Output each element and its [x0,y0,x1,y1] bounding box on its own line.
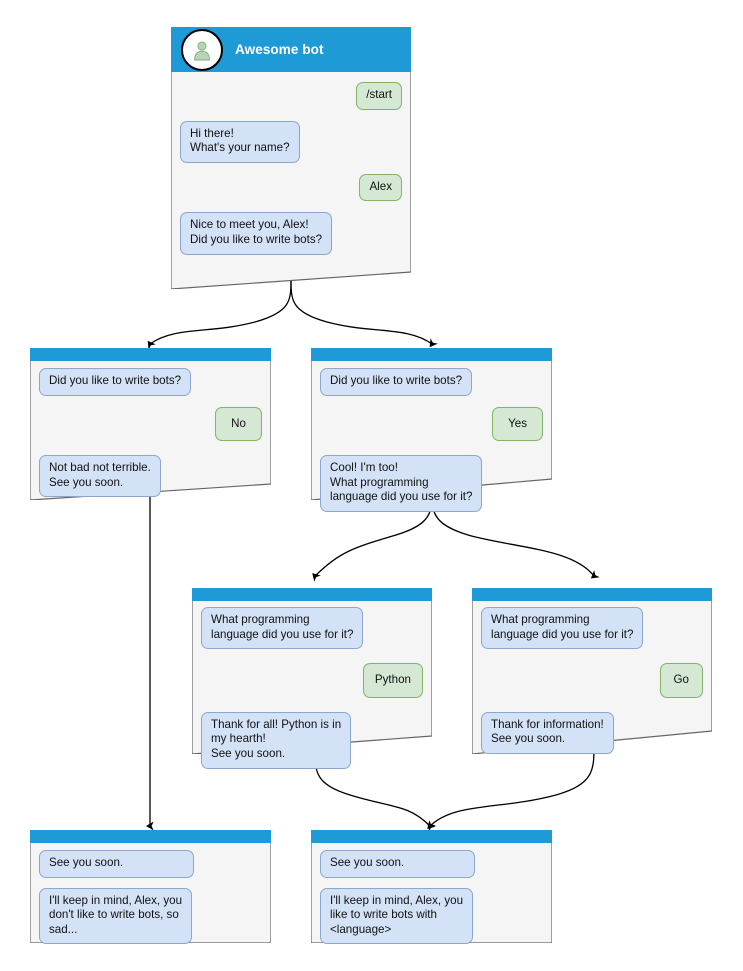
user-message-bubble[interactable]: Yes [492,406,543,442]
bot-title-label: Awesome bot [235,42,324,57]
bot-message-bubble[interactable]: Hi there! What's your name? [180,120,300,163]
bot-message-bubble[interactable]: Not bad not terrible. See you soon. [39,455,161,498]
bot-message-bubble[interactable]: Nice to meet you, Alex! Did you like to … [180,212,333,255]
node-no-branch-content: Did you like to write bots? No Not bad n… [30,348,271,518]
node-root-content: Awesome bot /start Hi there! What's your… [171,27,411,276]
user-message-bubble[interactable]: /start [356,82,402,110]
node-go-branch[interactable]: What programming language did you use fo… [472,588,712,754]
bot-message-bubble[interactable]: Thank for all! Python is in my hearth! S… [201,711,352,769]
message-row: Thank for information! See you soon. [481,711,703,754]
message-row: Python [201,663,423,698]
bot-message-bubble[interactable]: What programming language did you use fo… [481,607,644,650]
message-row: Yes [320,406,543,442]
node-yes-branch[interactable]: Did you like to write bots? Yes Cool! I'… [311,348,552,512]
node-root-chat: /start Hi there! What's your name? Alex … [171,72,411,276]
node-no-branch[interactable]: Did you like to write bots? No Not bad n… [30,348,271,500]
message-row: Did you like to write bots? [39,368,262,396]
node-python-branch[interactable]: What programming language did you use fo… [192,588,432,769]
bot-message-bubble[interactable]: What programming language did you use fo… [201,607,364,650]
person-avatar-icon [181,28,223,71]
message-row: No [39,406,262,442]
bot-message-bubble[interactable]: I'll keep in mind, Alex, you don't like … [39,887,193,945]
node-end-happy-header [311,830,552,843]
node-end-happy[interactable]: See you soon. I'll keep in mind, Alex, y… [311,830,552,945]
message-row: Hi there! What's your name? [180,120,402,163]
message-row: What programming language did you use fo… [201,607,423,650]
bot-message-bubble[interactable]: Did you like to write bots? [39,368,192,396]
node-end-sad-content: See you soon. I'll keep in mind, Alex, y… [30,830,271,965]
user-message-bubble[interactable]: Go [659,663,703,698]
message-row: Not bad not terrible. See you soon. [39,455,262,498]
node-python-branch-chat: What programming language did you use fo… [192,601,432,790]
bot-message-bubble[interactable]: Did you like to write bots? [320,368,473,396]
user-message-bubble[interactable]: Python [362,663,423,698]
node-no-branch-header [30,348,271,361]
node-root-header: Awesome bot [171,27,411,72]
message-row: I'll keep in mind, Alex, you like to wri… [320,887,543,945]
node-yes-branch-header [311,348,552,361]
node-end-happy-chat: See you soon. I'll keep in mind, Alex, y… [311,843,552,965]
message-row: Thank for all! Python is in my hearth! S… [201,711,423,769]
message-row: See you soon. [320,850,543,878]
message-row: Did you like to write bots? [320,368,543,396]
node-python-branch-content: What programming language did you use fo… [192,588,432,790]
node-no-branch-chat: Did you like to write bots? No Not bad n… [30,361,271,518]
user-message-bubble[interactable]: Alex [359,173,402,202]
node-go-branch-header [472,588,712,601]
message-row: Nice to meet you, Alex! Did you like to … [180,212,402,255]
node-root[interactable]: Awesome bot /start Hi there! What's your… [171,27,411,289]
bot-message-bubble[interactable]: See you soon. [39,850,194,878]
bot-message-bubble[interactable]: I'll keep in mind, Alex, you like to wri… [320,887,474,945]
message-row: /start [180,82,402,110]
node-end-sad-chat: See you soon. I'll keep in mind, Alex, y… [30,843,271,965]
node-yes-branch-chat: Did you like to write bots? Yes Cool! I'… [311,361,552,533]
node-end-sad[interactable]: See you soon. I'll keep in mind, Alex, y… [30,830,271,945]
user-message-bubble[interactable]: No [215,406,262,442]
node-go-branch-content: What programming language did you use fo… [472,588,712,775]
message-row: Cool! I'm too! What programming language… [320,455,543,512]
bot-message-bubble[interactable]: See you soon. [320,850,475,878]
bot-message-bubble[interactable]: Cool! I'm too! What programming language… [320,455,483,512]
node-yes-branch-content: Did you like to write bots? Yes Cool! I'… [311,348,552,533]
bot-message-bubble[interactable]: Thank for information! See you soon. [481,711,614,754]
message-row: What programming language did you use fo… [481,607,703,650]
node-python-branch-header [192,588,432,601]
message-row: Go [481,663,703,698]
message-row: Alex [180,173,402,202]
node-end-sad-header [30,830,271,843]
node-end-happy-content: See you soon. I'll keep in mind, Alex, y… [311,830,552,965]
node-go-branch-chat: What programming language did you use fo… [472,601,712,775]
message-row: See you soon. [39,850,262,878]
message-row: I'll keep in mind, Alex, you don't like … [39,887,262,945]
